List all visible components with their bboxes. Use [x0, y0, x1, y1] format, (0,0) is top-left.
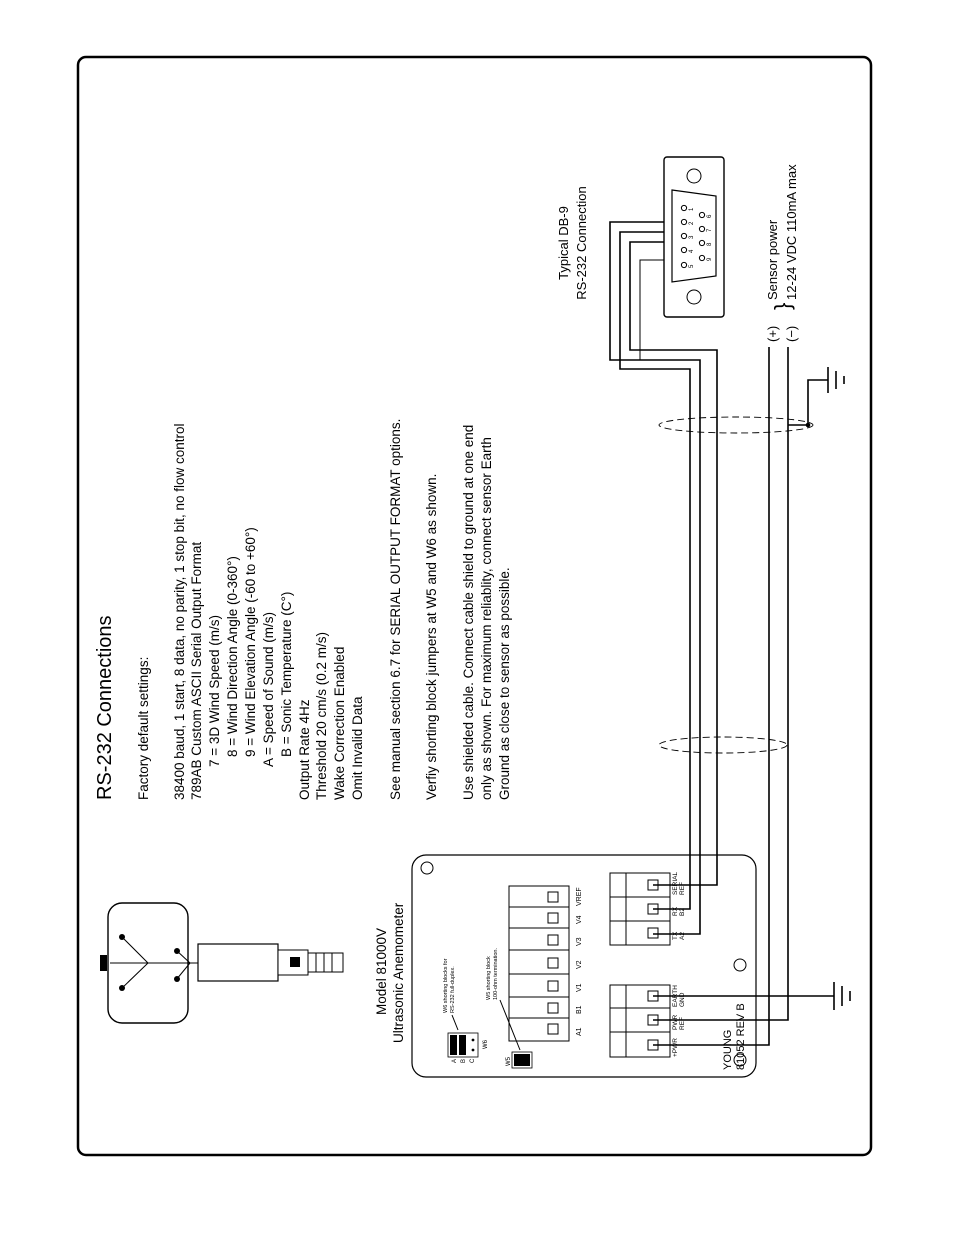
w6-row-label: C	[470, 1058, 476, 1063]
setting-line: Wake Correction Enabled	[332, 647, 347, 800]
power-plus: (+)	[765, 326, 780, 342]
board-id: YOUNG	[722, 1030, 734, 1070]
power-label: (+) (−) } Sensor power 12-24 VDC 110mA m…	[765, 164, 799, 342]
power-minus: (−)	[784, 326, 799, 342]
w6-jumper: A B C W6 W6 shorting blocks for RS-232 f…	[443, 958, 489, 1063]
ground-symbol	[833, 982, 851, 1010]
w5-note: W5 shorting block	[486, 956, 492, 1000]
anemometer-illustration	[100, 902, 344, 1024]
setting-line: 38400 baud, 1 start, 8 data, no parity, …	[172, 424, 187, 800]
terminal-label: V2	[576, 960, 583, 969]
db9-pin-label: 4	[689, 249, 695, 253]
db9-pin-label: 8	[707, 242, 713, 246]
setting-line: B = Sonic Temperature (C°)	[279, 592, 294, 757]
serial-terminal-label: TX	[672, 931, 679, 940]
setting-line: Threshold 20 cm/s (0.2 m/s)	[314, 632, 329, 800]
cable-shield	[658, 736, 788, 754]
w6-note: W6 shorting blocks for	[443, 958, 449, 1013]
db9-pin-label: 3	[689, 235, 695, 239]
page-title: RS-232 Connections	[94, 615, 116, 800]
serial-terminal-label: RX	[672, 906, 679, 916]
power-spec-label: 12-24 VDC 110mA max	[784, 164, 799, 300]
page-border	[76, 55, 873, 1157]
w5-jumper: W5 W5 shorting block 100-ohm termination…	[486, 948, 533, 1069]
db9-label: Typical DB-9	[556, 206, 571, 280]
db9-pin-label: 7	[707, 228, 713, 232]
cable-shield	[658, 416, 814, 434]
sensor-power-label: Sensor power	[765, 219, 780, 300]
shield-note: Ground as close to sensor as possible.	[497, 567, 512, 800]
device-name-label: Ultrasonic Anemometer	[391, 902, 406, 1043]
setting-line: A = Speed of Sound (m/s)	[261, 612, 276, 767]
model-label: Model 81000V	[374, 928, 389, 1015]
ground-symbol	[827, 367, 845, 393]
board-rev: 81052 REV B	[735, 1003, 747, 1070]
power-terminal-label: PWR	[672, 1015, 679, 1030]
power-brace: }	[770, 303, 795, 310]
db9-pin-label: 5	[689, 264, 695, 268]
settings-heading: Factory default settings:	[136, 657, 151, 800]
power-terminal-label: +PWR	[672, 1038, 679, 1057]
terminal-label: B1	[576, 1005, 583, 1014]
w6-row-label: A	[452, 1059, 458, 1063]
w5-note: 100-ohm termination.	[493, 948, 499, 1000]
db9-pin-label: 1	[689, 207, 695, 211]
db9-connector: 5 4 3 2 1 9 8 7 6	[663, 156, 725, 318]
terminal-label: A1	[576, 1027, 583, 1036]
db9-pin-label: 2	[689, 221, 695, 225]
notes-block: RS-232 Connections Factory default setti…	[94, 419, 512, 800]
analog-terminal-block: A1 B1 V1 V2 V3 V4 VREF	[508, 885, 583, 1042]
circuit-board: A B C W6 W6 shorting blocks for RS-232 f…	[411, 854, 757, 1078]
setting-line: 789AB Custom ASCII Serial Output Format	[189, 542, 204, 800]
shield-note: only as shown. For maximum reliablity, c…	[479, 437, 494, 800]
w6-label: W6	[483, 1039, 489, 1049]
serial-terminal-label: A2	[679, 932, 686, 940]
w5-label: W5	[506, 1056, 512, 1066]
setting-line: 8 = Wind Direction Angle (0-360°)	[225, 556, 240, 757]
w6-row-label: B	[461, 1059, 467, 1063]
serial-terminal-label: SERIAL	[672, 871, 679, 895]
setting-line: Omit Invalid Data	[350, 696, 365, 800]
terminal-label: VREF	[576, 887, 583, 906]
terminal-label: V1	[576, 983, 583, 992]
db9-pin-label: 9	[707, 257, 713, 261]
wiring	[609, 221, 834, 1046]
manual-note: See manual section 6.7 for SERIAL OUTPUT…	[388, 419, 403, 800]
power-terminal-label: REF	[679, 1017, 686, 1030]
jumper-note: Verfiy shorting block jumpers at W5 and …	[424, 474, 439, 800]
power-terminal-label: GND	[679, 992, 686, 1007]
serial-terminal-label: REF	[679, 882, 686, 895]
setting-line: Output Rate 4Hz	[297, 699, 312, 800]
w6-note: RS-232 full-duplex.	[450, 966, 456, 1013]
setting-line: 9 = Wind Elevation Angle (-60 to +60°)	[243, 527, 258, 757]
setting-line: 7 = 3D Wind Speed (m/s)	[207, 615, 222, 767]
db9-label: RS-232 Connection	[574, 186, 589, 299]
shield-note: Use shielded cable. Connect cable shield…	[461, 425, 476, 800]
db9-pin-label: 6	[707, 214, 713, 218]
serial-terminal-label: B2	[679, 908, 686, 916]
terminal-label: V4	[576, 915, 583, 924]
terminal-label: V3	[576, 937, 583, 946]
